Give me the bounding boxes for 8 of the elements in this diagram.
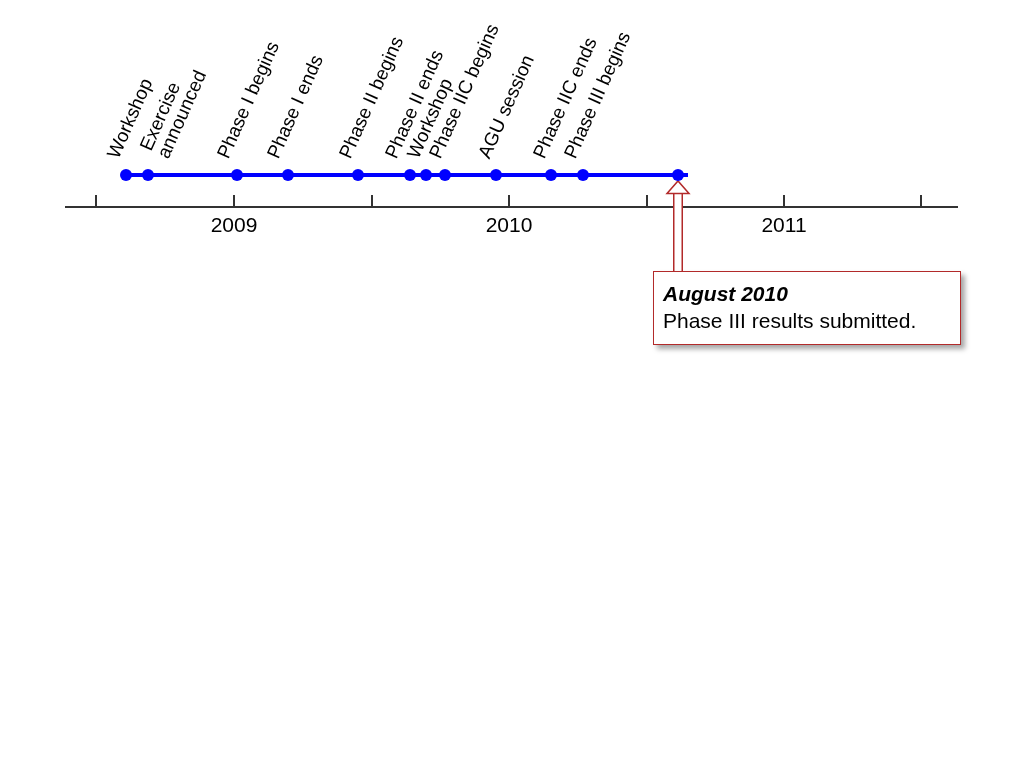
block-arrow [666, 180, 690, 271]
year-label: 2010 [484, 213, 534, 237]
year-label: 2011 [760, 213, 808, 237]
callout-text: Phase III results submitted. [663, 308, 918, 334]
year-label: 2009 [209, 213, 259, 237]
event-dot-icon [672, 169, 684, 181]
callout-heading: August 2010 [663, 281, 789, 307]
callout-box [653, 271, 961, 345]
